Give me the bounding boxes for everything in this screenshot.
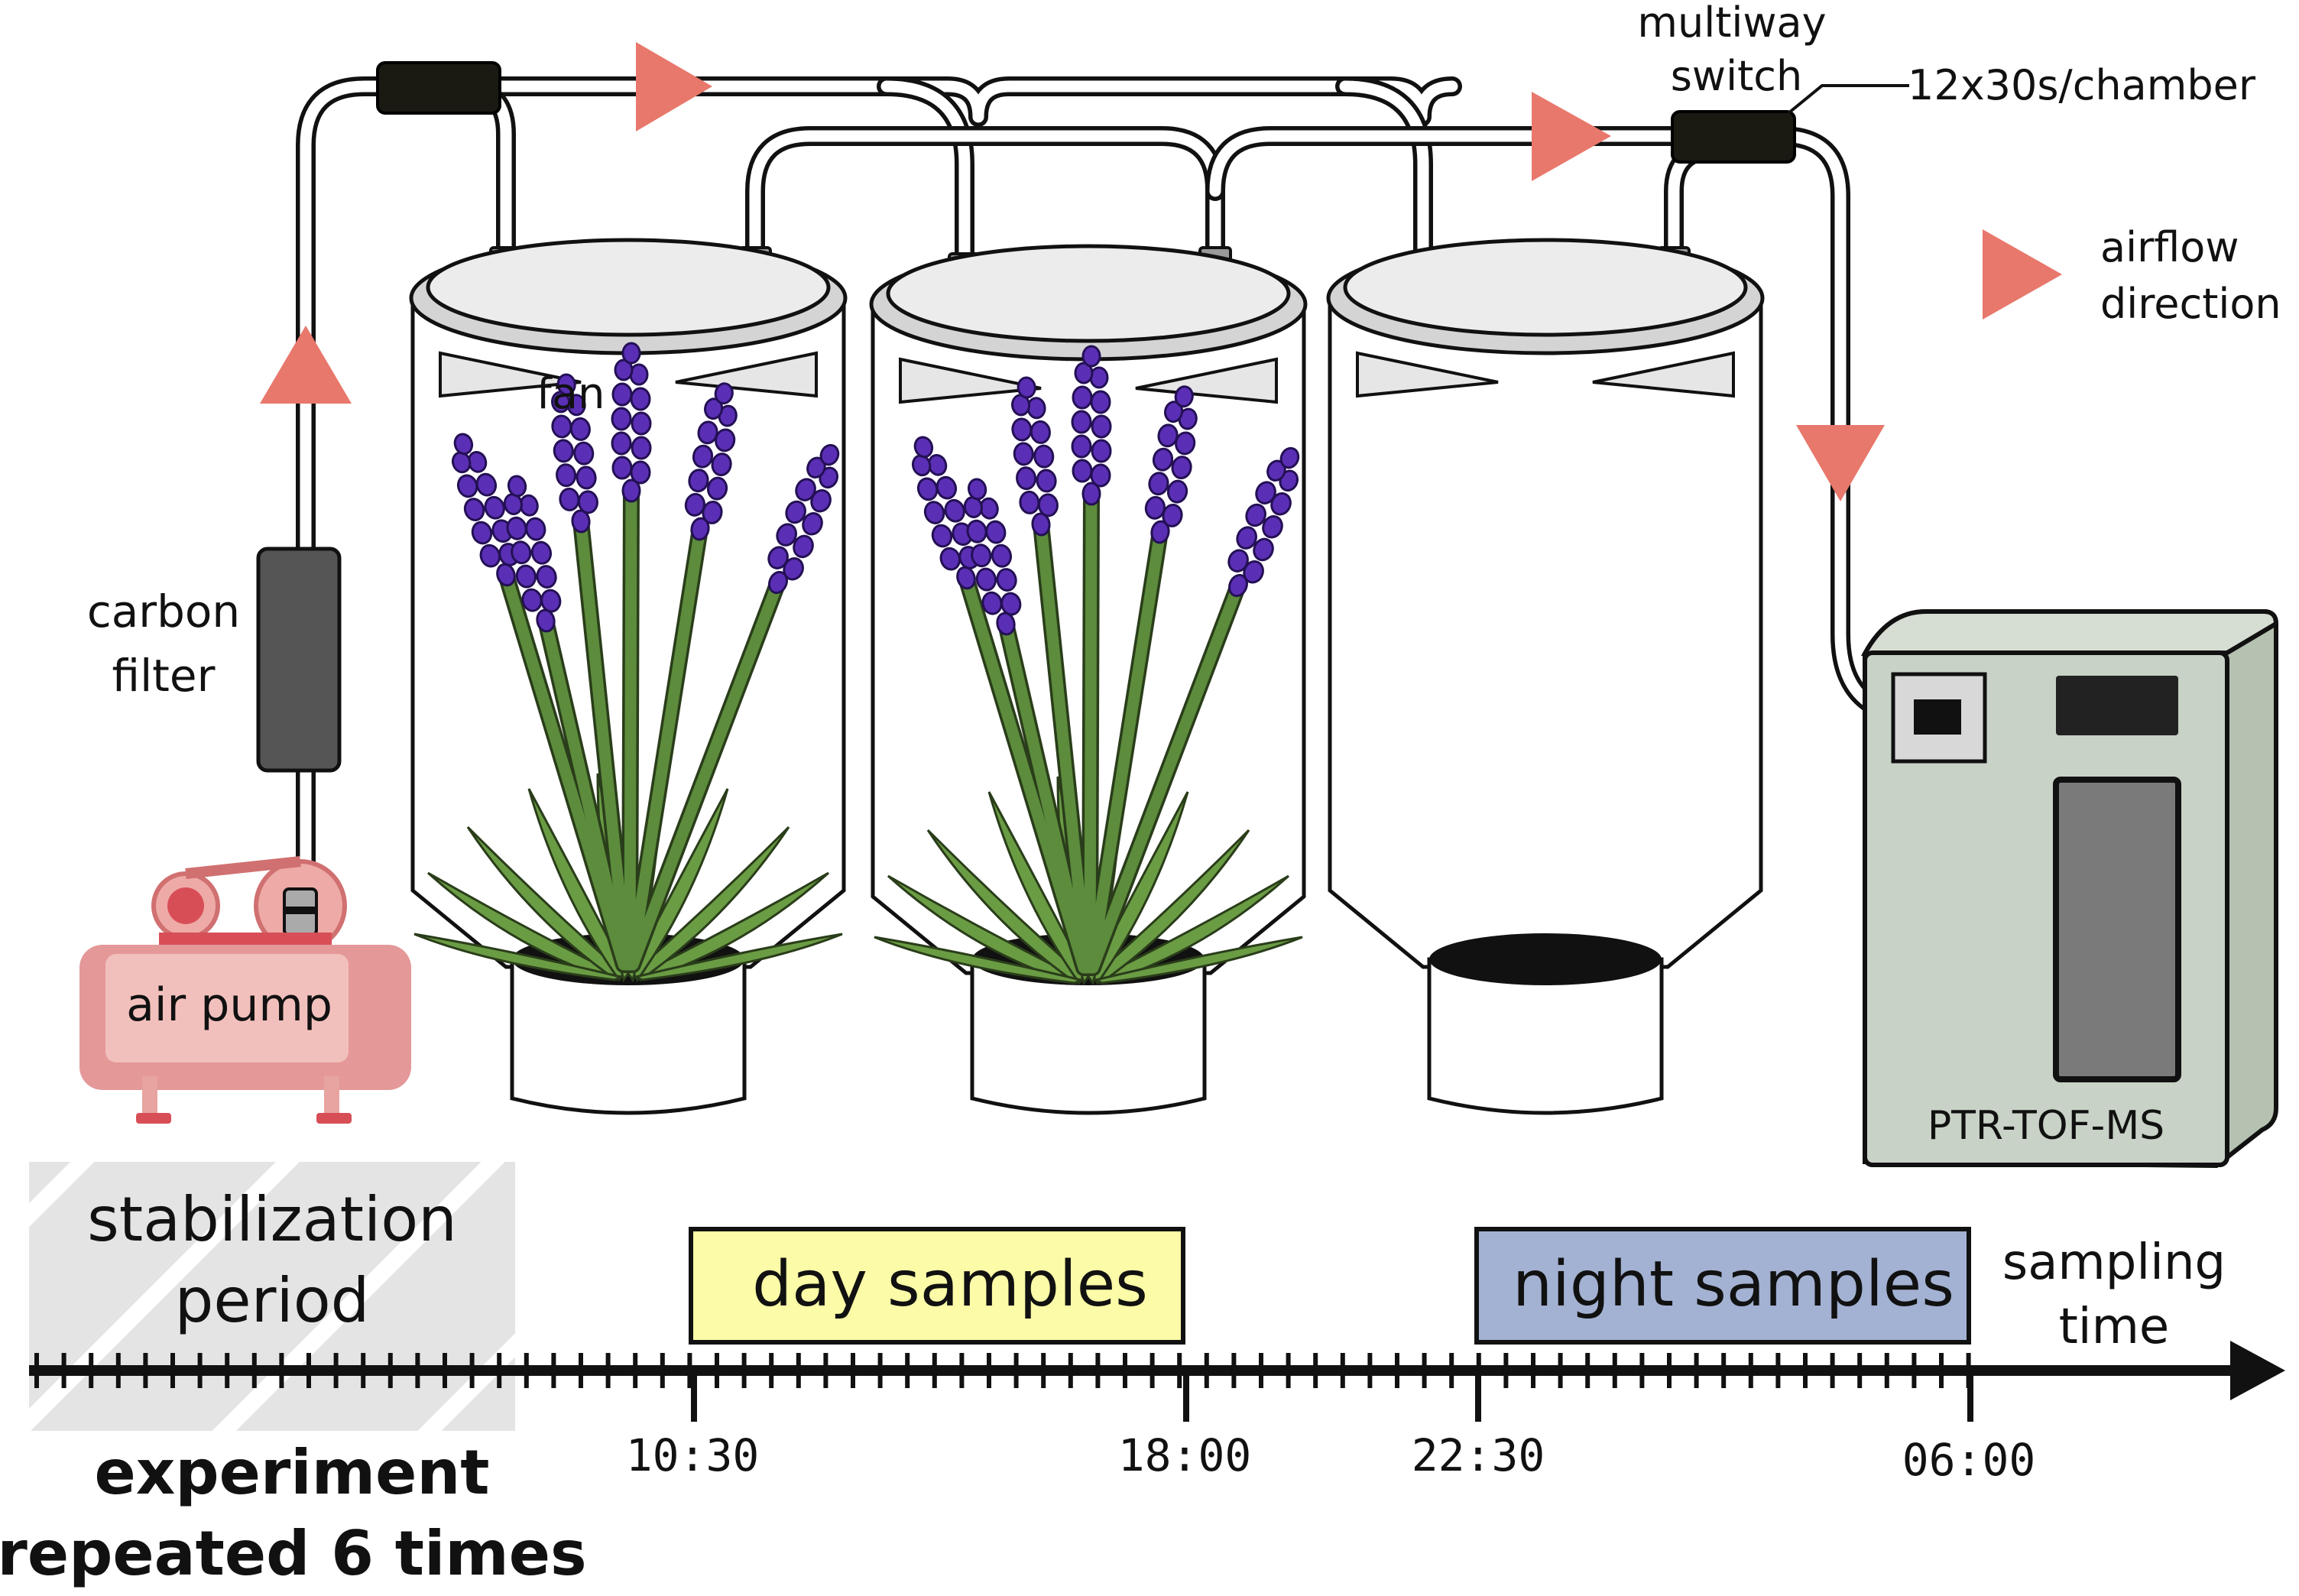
instrument-label: PTR-TOF-MS [1928,1103,2164,1149]
multiway-switch-icon [1671,110,1796,164]
minor-ticks [34,1353,1971,1388]
day-samples-box [689,1227,1185,1345]
airflow-arrow-icon [260,326,352,404]
major-ticks [691,1371,1973,1422]
axis-arrow-icon [2230,1341,2285,1400]
chamber-2 [871,246,1311,1113]
repeat-note-line1: experiment [94,1437,489,1508]
multiway-switch-label-line1: multiway [1637,0,1826,47]
carbon-filter-icon [256,547,342,773]
stabilization-label-line1: stabilization [87,1184,457,1255]
airflow-arrows [260,42,2062,501]
airflow-arrow-icon [636,42,712,131]
inlet-valve-icon [376,61,501,115]
tick-label-0600: 06:00 [1902,1434,2036,1486]
chamber-3-empty [1328,240,1762,1113]
night-samples-box [1474,1227,1971,1345]
airflow-arrow-icon [1532,92,1611,181]
tick-label-1800: 18:00 [1118,1429,1252,1481]
air-pump-icon [79,856,411,1124]
carbon-filter-label-line1: carbon [87,586,240,637]
fan-label: fan [537,369,605,419]
chamber-1 [411,240,851,1113]
day-samples-label: day samples [752,1248,1148,1321]
repeat-note-line2: repeated 6 times [0,1518,587,1589]
time-axis [29,1341,2285,1422]
switch-leader-line [1787,84,1909,115]
night-samples-label: night samples [1513,1248,1954,1321]
tick-label-2230: 22:30 [1412,1429,1545,1481]
stabilization-label-line2: period [175,1265,370,1336]
switch-timing-label: 12x30s/chamber [1908,61,2256,109]
airflow-label-line1: airflow [2100,223,2239,271]
carbon-filter-label-line2: filter [112,650,216,702]
axis-label-line2: time [2059,1299,2170,1355]
airflow-arrow-icon [1796,425,1885,501]
airflow-arrow-icon [1983,229,2062,320]
multiway-switch-label-line2: switch [1671,52,1802,100]
ptr-tof-ms-icon [1860,609,2279,1169]
air-pump-label: air pump [126,978,332,1032]
airflow-label-line2: direction [2100,280,2281,328]
stabilization-period-box [29,1162,515,1431]
axis-label-line1: sampling [2002,1234,2226,1291]
tick-label-1030: 10:30 [626,1429,760,1481]
